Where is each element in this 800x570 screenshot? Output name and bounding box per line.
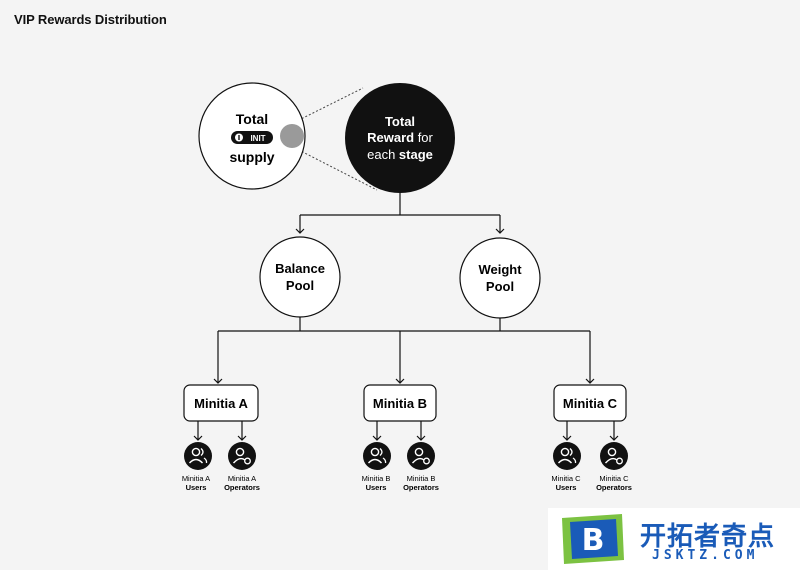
svg-text:B: B [582,523,605,558]
pools-to-minitias-connector [213,317,595,384]
reward-line2b: for [414,130,433,145]
watermark: B 开拓者奇点 JSKTZ.COM [548,508,800,570]
balance-pool-line2: Pool [286,278,314,293]
minitia-c-box [553,384,627,422]
minitia-a-label: Minitia A [194,396,248,411]
minitia-a-users-l2: Users [186,483,207,492]
svg-text:Reward for: Reward for [367,130,433,145]
minitia-c-ops-l1: Minitia C [599,474,629,483]
minitia-a-group: Minitia A Minitia A Users Minitia A Oper… [182,384,260,492]
minitia-a-users-l1: Minitia A [182,474,210,483]
reward-line3a: each [367,147,399,162]
minitia-c-users-l2: Users [556,483,577,492]
reward-line1: Total [385,114,415,129]
minitia-a-ops-l1: Minitia A [228,474,256,483]
zoom-line-top [290,87,364,125]
minitia-c-users-icon [553,442,581,470]
minitia-a-users-icon [184,442,212,470]
minitia-c-group: Minitia C Minitia C Users Minitia C Oper… [551,384,632,492]
weight-pool-node: Weight Pool [459,237,541,319]
minitia-b-operators-icon [407,442,435,470]
init-badge-label: INIT [250,134,265,143]
supply-line2: supply [229,149,274,165]
diagram-title: VIP Rewards Distribution [14,12,167,27]
minitia-c-operators-icon [600,442,628,470]
minitia-b-box [363,384,437,422]
minitia-b-users-l1: Minitia B [362,474,391,483]
minitia-a-ops-l2: Operators [224,483,260,492]
stage-slice-dot [280,124,304,148]
minitia-c-label: Minitia C [563,396,618,411]
minitia-b-users-l2: Users [366,483,387,492]
reward-line2a: Reward [367,130,414,145]
watermark-brand: 开拓者奇点 [640,522,776,552]
minitia-b-label: Minitia B [373,396,427,411]
minitia-b-ops-l2: Operators [403,483,439,492]
minitia-b-group: Minitia B Minitia B Users Minitia B Oper… [362,384,439,492]
total-supply-node: Total INIT supply [198,82,306,190]
minitia-b-ops-l1: Minitia B [407,474,436,483]
reward-line3b: stage [399,147,433,162]
reward-to-pools-connector [295,193,505,234]
weight-pool-line2: Pool [486,279,514,294]
minitia-a-operators-icon [228,442,256,470]
minitia-c-ops-l2: Operators [596,483,632,492]
watermark-logo-icon: B [562,514,624,564]
init-badge [231,131,273,144]
watermark-domain: JSKTZ.COM [652,548,759,563]
zoom-line-bottom [290,145,378,191]
minitia-c-users-l1: Minitia C [551,474,581,483]
total-reward-node: Total Reward for each stage [345,83,455,193]
minitia-b-users-icon [363,442,391,470]
balance-pool-node: Balance Pool [259,236,341,318]
supply-line1: Total [236,111,268,127]
minitia-a-box [183,384,259,422]
weight-pool-line1: Weight [478,262,522,277]
balance-pool-line1: Balance [275,261,325,276]
svg-text:each stage: each stage [367,147,433,162]
